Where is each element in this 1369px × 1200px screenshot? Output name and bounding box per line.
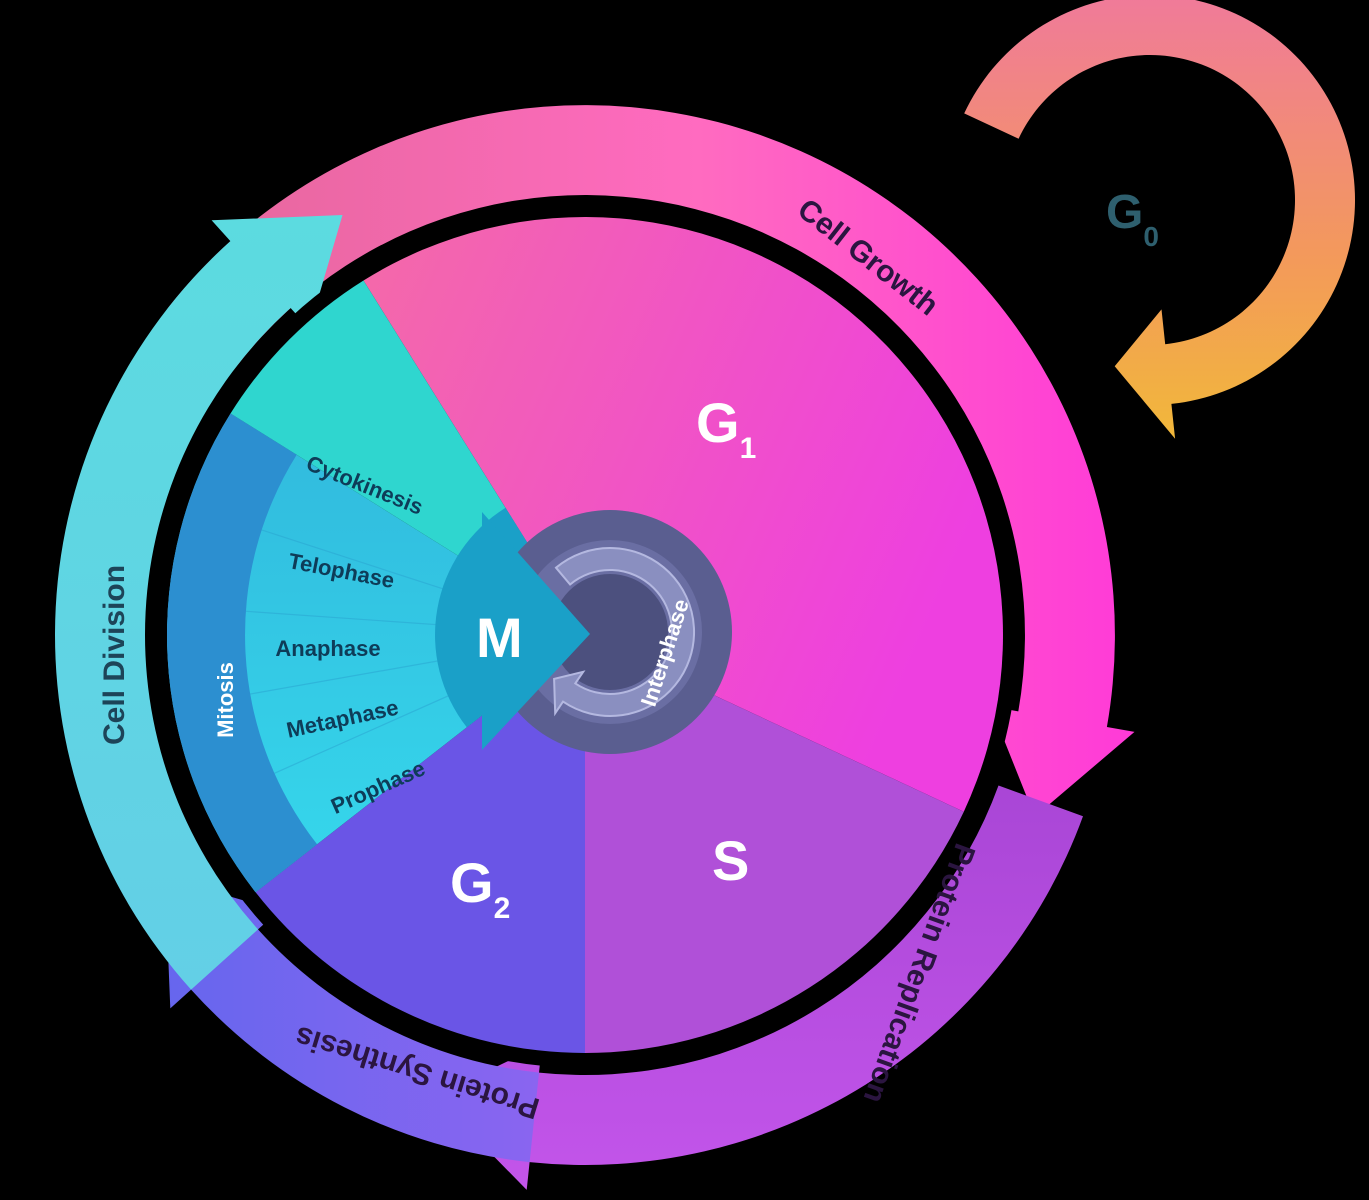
g0-loop-arrow (964, 0, 1355, 439)
m-label: M (476, 606, 523, 669)
g1-label: G1 (696, 391, 756, 465)
mitosis-label: Mitosis (213, 662, 238, 738)
g0-label: G0 (1106, 186, 1159, 252)
interphase-hub (482, 510, 732, 754)
inner-disk (167, 216, 1003, 1053)
g2-label: G2 (450, 851, 510, 925)
separator-ring (152, 202, 1018, 1068)
cell-growth-arrow (167, 105, 1135, 817)
cell-division-label: Cell Division (98, 565, 131, 745)
interphase-cycle-arrow (553, 547, 696, 717)
interphase-center (552, 574, 668, 690)
s-sector (585, 635, 964, 1053)
cell-division-arrow (55, 215, 343, 990)
g2-sector (255, 635, 585, 1053)
phase-anaphase: Anaphase (275, 636, 380, 661)
s-label: S (712, 829, 749, 892)
protein-replication-arrow (435, 785, 1084, 1190)
g0-arrow-shape (964, 0, 1355, 439)
m-wedge (482, 512, 590, 750)
g1-sector (363, 216, 1003, 812)
outer-arrows (55, 105, 1135, 1190)
protein-synthesis-arrow (165, 877, 539, 1163)
mitosis-band (167, 413, 318, 893)
